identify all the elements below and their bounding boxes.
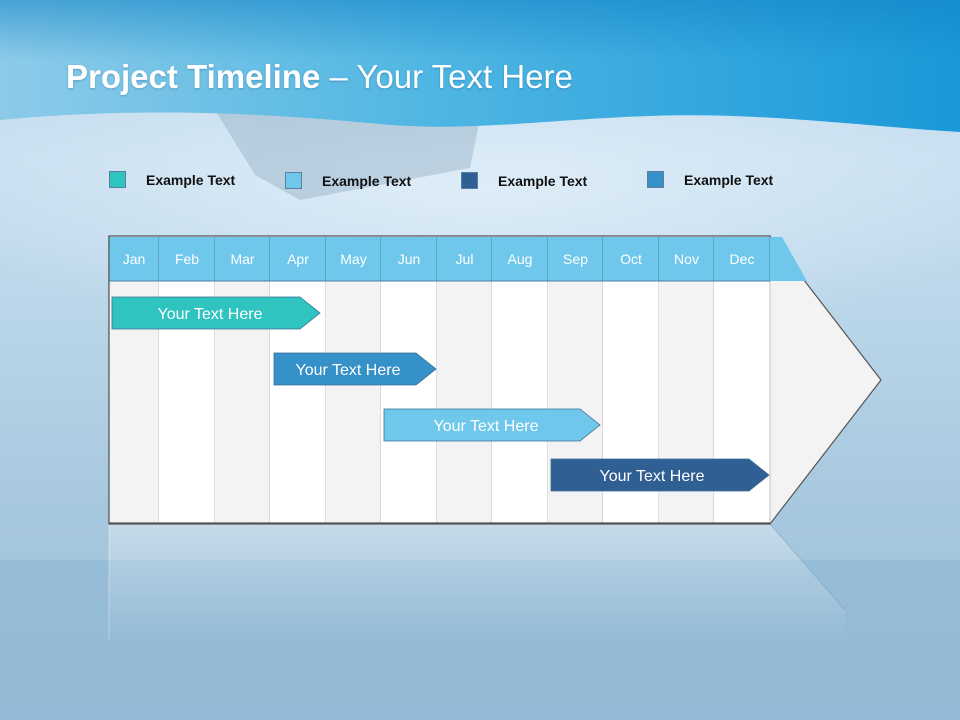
month-header-cell-jan <box>109 237 159 281</box>
month-header-cell-mar <box>215 237 270 281</box>
month-header-cell-sep <box>548 237 603 281</box>
header-arrow-tip <box>770 237 807 281</box>
month-column-jul <box>437 237 492 523</box>
legend-swatch-2 <box>285 172 302 189</box>
month-label-feb: Feb <box>175 251 199 267</box>
legend-label-4: Example Text <box>684 172 774 188</box>
month-header-cell-may <box>326 237 381 281</box>
title-bold: Project Timeline <box>66 58 321 95</box>
timeline-bar-arrow-1 <box>111 296 321 330</box>
month-label-mar: Mar <box>230 251 254 267</box>
month-label-aug: Aug <box>508 251 533 267</box>
timeline-bar-label-1: Your Text Here <box>158 306 263 323</box>
title-subtitle: – Your Text Here <box>320 58 573 95</box>
month-label-dec: Dec <box>730 251 755 267</box>
timeline-bar-label-3: Your Text Here <box>434 418 539 435</box>
month-label-may: May <box>340 251 366 267</box>
month-header-cell-oct <box>603 237 659 281</box>
legend-swatch-4 <box>647 171 664 188</box>
legend-swatch-1 <box>109 171 126 188</box>
month-label-jun: Jun <box>398 251 421 267</box>
month-label-jan: Jan <box>123 251 146 267</box>
timeline-bar-2: Your Text Here <box>273 352 437 386</box>
legend-label-1: Example Text <box>146 172 236 188</box>
month-header-cell-feb <box>159 237 215 281</box>
legend-label-3: Example Text <box>498 173 588 189</box>
legend-label-2: Example Text <box>322 173 412 189</box>
timeline-reflection <box>108 523 846 640</box>
month-header-cell-aug <box>492 237 548 281</box>
legend-swatch-3 <box>461 172 478 189</box>
month-header-cell-nov <box>659 237 714 281</box>
month-label-oct: Oct <box>620 251 642 267</box>
month-header-row: Jan Feb Mar Apr May Jun Jul Aug Sep Oct Nov Dec <box>109 237 771 282</box>
page-title: Project Timeline – Your Text Here <box>66 58 573 96</box>
month-label-nov: Nov <box>674 251 699 267</box>
timeline-bar-3: Your Text Here <box>383 408 601 442</box>
month-label-jul: Jul <box>456 251 474 267</box>
timeline-bar-arrow-3 <box>383 408 601 442</box>
month-header-cell-jul <box>437 237 492 281</box>
timeline-bar-label-2: Your Text Here <box>296 362 401 379</box>
timeline-bar-1: Your Text Here <box>111 296 321 330</box>
month-header-cell-apr <box>270 237 326 281</box>
month-label-sep: Sep <box>563 251 588 267</box>
timeline-bar-label-4: Your Text Here <box>600 468 705 485</box>
month-column-jan <box>109 237 159 523</box>
month-column-mar <box>215 237 270 523</box>
timeline-bar-arrow-2 <box>273 352 437 386</box>
month-header-cell-dec <box>714 237 770 281</box>
month-column-feb <box>159 237 215 523</box>
month-column-aug <box>492 237 548 523</box>
timeline-bar-4: Your Text Here <box>550 458 770 492</box>
timeline-bar-arrow-4 <box>550 458 770 492</box>
month-header-cell-jun <box>381 237 437 281</box>
month-label-apr: Apr <box>287 251 309 267</box>
